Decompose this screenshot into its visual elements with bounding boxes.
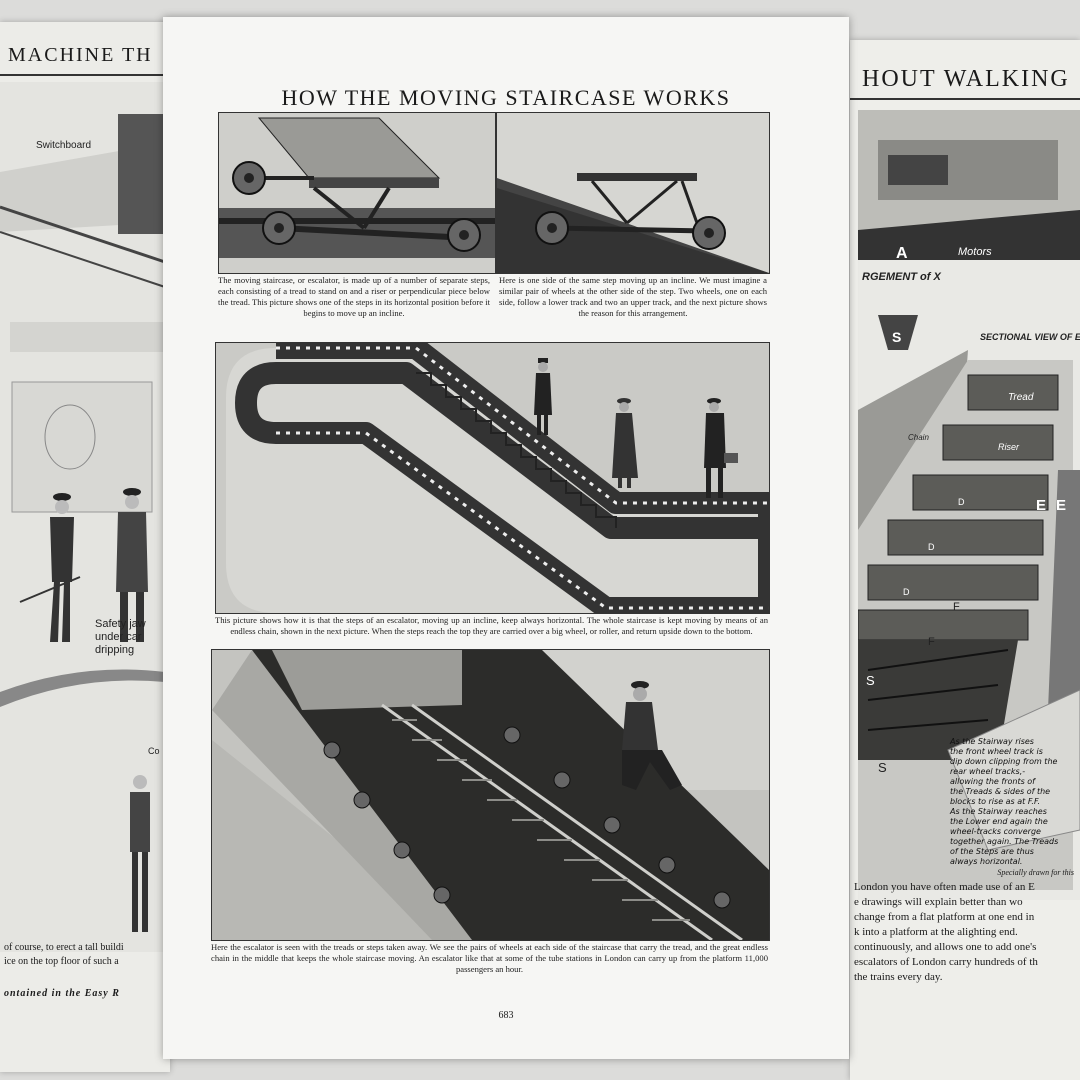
main-page: HOW THE MOVING STAIRCASE WORKS — [163, 17, 849, 1059]
label-dripping: dripping — [95, 644, 134, 656]
left-figure-man-2 — [116, 488, 148, 642]
page-title: HOW THE MOVING STAIRCASE WORKS — [281, 85, 731, 110]
step-incline-illustration — [497, 113, 769, 273]
label-letter-e1: E — [1036, 497, 1046, 514]
left-page-title: MACHINE TH — [8, 44, 153, 66]
label-letter-d2: D — [928, 542, 935, 552]
panel-step-incline — [496, 112, 770, 274]
svg-text:As the Stairway reaches: As the Stairway reaches — [949, 807, 1047, 816]
label-co: Co — [148, 746, 160, 756]
right-text-line: continuously, and allows one to add one'… — [854, 941, 1037, 953]
step-tread-5 — [867, 564, 1039, 601]
caption-step-incline: Here is one side of the same step moving… — [499, 275, 767, 318]
panel-step-horizontal — [218, 112, 496, 274]
left-page: MACHINE TH Switchboard — [0, 22, 170, 1072]
figure-passenger-2 — [612, 398, 638, 488]
label-letter-s-top: S — [892, 329, 901, 345]
right-body-text: London you have often made use of an E e… — [854, 880, 1080, 985]
caption-escalator-profile: This picture shows how it is that the st… — [215, 615, 768, 636]
label-sectional-view: SECTIONAL VIEW OF ESCALATOR Shewing Prin… — [980, 332, 1080, 342]
caption-step-horizontal: The moving staircase, or escalator, is m… — [218, 275, 490, 318]
panel-escalator-chain — [211, 649, 770, 941]
right-page: HOUT WALKING A Motors RGEMENT of X — [850, 40, 1080, 1080]
right-text-line: k into a platform at the alighting end. — [854, 926, 1018, 938]
svg-text:the Lower end again the: the Lower end again the — [950, 817, 1048, 826]
label-letter-s2: S — [866, 673, 875, 688]
caption-escalator-chain: Here the escalator is seen with the trea… — [211, 942, 768, 974]
label-arrangement: RGEMENT of X — [862, 271, 941, 283]
figure-passenger-3 — [704, 398, 738, 498]
sectional-view-illustration: A Motors RGEMENT of X S SECTIONAL VIEW O… — [858, 110, 1080, 900]
right-title-rule — [850, 98, 1080, 100]
sectional-notes: As the Stairway rises the front wheel tr… — [949, 737, 1058, 866]
label-letter-e2: E — [1056, 497, 1066, 514]
label-riser: Riser — [998, 442, 1020, 452]
left-text-line-1: of course, to erect a tall buildi — [4, 942, 124, 953]
escalator-chain-illustration — [212, 650, 769, 940]
label-letter-d1: D — [958, 497, 965, 507]
step-tread-2 — [942, 424, 1054, 461]
svg-text:always horizontal.: always horizontal. — [950, 857, 1022, 866]
left-illustration: Switchboard Safety jaw under car drippin… — [0, 82, 170, 952]
label-letter-f1: F — [953, 601, 960, 613]
svg-text:of the Steps are thus: of the Steps are thus — [950, 847, 1034, 856]
right-text-line: London you have often made use of an E — [854, 881, 1035, 893]
step-tread-6 — [858, 609, 1029, 641]
step-tread-3 — [912, 474, 1049, 511]
right-text-line: the trains every day. — [854, 971, 943, 983]
step-tread-4 — [887, 519, 1044, 556]
svg-text:the Treads & sides of the: the Treads & sides of the — [950, 787, 1050, 796]
left-figure-man-1 — [19, 493, 81, 642]
label-motors: Motors — [958, 246, 992, 258]
label-a: A — [896, 245, 908, 262]
panel-escalator-profile — [215, 342, 770, 614]
label-tread: Tread — [1008, 392, 1034, 403]
svg-text:blocks to rise as at F.F.: blocks to rise as at F.F. — [950, 797, 1040, 806]
svg-text:wheel-tracks converge: wheel-tracks converge — [950, 827, 1041, 836]
figure-passenger-1 — [534, 358, 552, 435]
left-text-line-2: ice on the top floor of such a — [4, 956, 119, 967]
figure-workman — [622, 681, 682, 790]
svg-text:As the Stairway rises: As the Stairway rises — [949, 737, 1034, 746]
right-credit: Specially drawn for this — [997, 868, 1074, 877]
label-letter-f2: F — [928, 636, 935, 648]
right-text-line: escalators of London carry hundreds of t… — [854, 956, 1038, 968]
label-chain: Chain — [908, 433, 929, 442]
label-letter-s3: S — [878, 760, 887, 775]
label-safety: Safety jaw — [95, 618, 146, 630]
svg-text:dip down clipping from the: dip down clipping from the — [950, 757, 1058, 766]
left-title-rule — [0, 74, 170, 76]
page-number: 683 — [498, 1010, 514, 1021]
switchboard-panel — [118, 114, 166, 234]
step-tread-1 — [967, 374, 1059, 411]
label-letter-d3: D — [903, 587, 910, 597]
right-page-title: HOUT WALKING — [862, 66, 1070, 92]
right-text-line: change from a flat platform at one end i… — [854, 911, 1035, 923]
label-switchboard: Switchboard — [36, 140, 91, 151]
svg-text:the front wheel track is: the front wheel track is — [950, 747, 1043, 756]
label-under: under car — [95, 631, 142, 643]
right-text-line: e drawings will explain better than wo — [854, 896, 1023, 908]
left-figure-man-3 — [130, 775, 150, 932]
escalator-profile-illustration — [216, 343, 769, 613]
svg-text:together again. The Treads: together again. The Treads — [950, 837, 1058, 846]
left-footer: ontained in the Easy R — [4, 988, 120, 999]
svg-text:rear wheel tracks,-: rear wheel tracks,- — [950, 767, 1025, 776]
svg-text:allowing the fronts of: allowing the fronts of — [950, 777, 1036, 786]
step-horizontal-illustration — [219, 113, 495, 273]
